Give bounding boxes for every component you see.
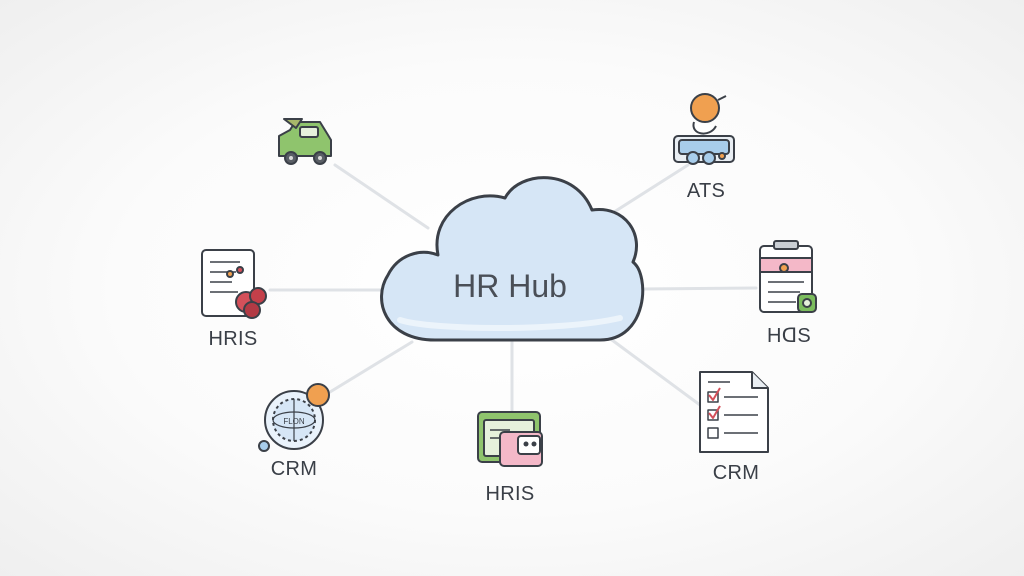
connector-hds <box>640 286 758 291</box>
node-label-hds: HᗡS <box>766 325 812 347</box>
ats-person-device-icon <box>673 93 735 165</box>
node-label-ats: ATS <box>686 180 726 202</box>
node-label-crm-right: CRM <box>712 462 760 484</box>
car-icon <box>278 118 332 165</box>
hris-screen-icon <box>477 411 543 467</box>
connectors <box>268 163 758 412</box>
connector-crm-right <box>610 338 702 407</box>
node-label-hris-bottom: HRIS <box>485 483 535 505</box>
node-label-hris-left: HRIS <box>208 328 258 350</box>
hub-label: HR Hub <box>453 268 567 304</box>
hris-document-icon <box>201 249 267 319</box>
clipboard-badge-icon <box>759 240 817 313</box>
crm-globe-icon: FLON <box>258 383 330 452</box>
svg-text:FLON: FLON <box>283 417 305 426</box>
checklist-document-icon <box>699 371 769 453</box>
hub-cloud <box>380 176 645 342</box>
connector-car <box>333 163 430 230</box>
node-label-crm-left: CRM <box>270 458 318 480</box>
connector-crm-left <box>328 340 414 394</box>
